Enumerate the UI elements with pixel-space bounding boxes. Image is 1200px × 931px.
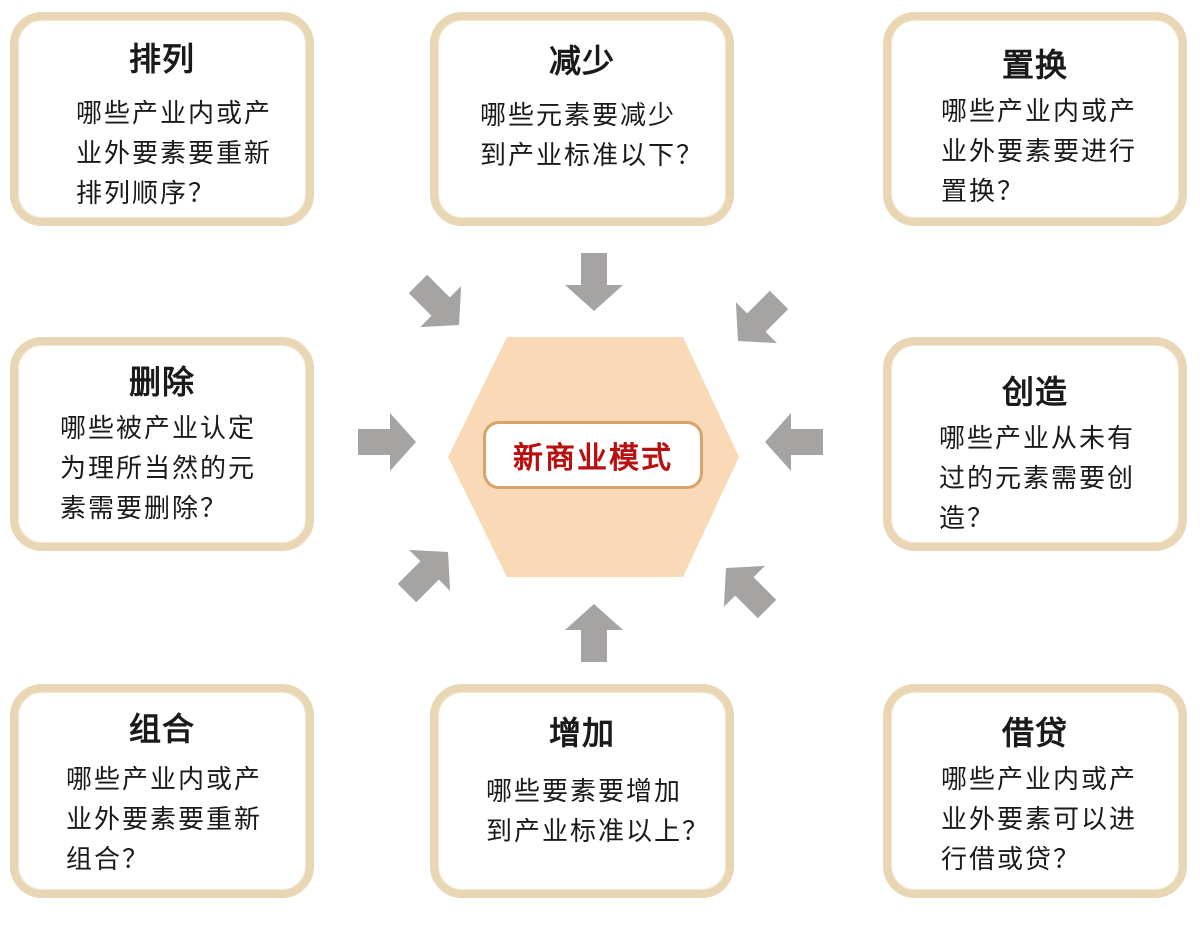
card-delete-line: 素需要删除？ [60, 494, 229, 524]
card-combine-line: 组合？ [66, 845, 151, 875]
card-delete-title: 删除 [128, 363, 195, 401]
card-delete-line: 为理所当然的元 [60, 454, 257, 484]
card-borrow-line: 行借或贷？ [941, 845, 1082, 875]
card-replace-line: 哪些产业内或产 [941, 97, 1138, 127]
card-reduce: 减少 哪些元素要减少 到产业标准以下？ [430, 12, 734, 226]
card-combine-text: 哪些产业内或产 业外要素要重新 组合？ [66, 760, 262, 880]
card-arrange-title: 排列 [128, 40, 195, 78]
card-arrange-text: 哪些产业内或产 业外要素要重新 排列顺序？ [76, 94, 272, 214]
card-combine-line: 哪些产业内或产 [66, 765, 263, 795]
card-replace-title: 置换 [1001, 46, 1068, 84]
card-replace-line: 置换？ [941, 177, 1026, 207]
card-replace-line: 业外要素要进行 [941, 137, 1138, 167]
card-arrange-line: 排列顺序？ [76, 179, 217, 209]
card-borrow-text: 哪些产业内或产 业外要素可以进 行借或贷？ [941, 760, 1137, 880]
card-create-line: 哪些产业从未有 [939, 424, 1136, 454]
arrow-from-arrange [408, 274, 462, 328]
arrow-from-borrow [723, 565, 777, 619]
card-arrange: 排列 哪些产业内或产 业外要素要重新 排列顺序？ [10, 12, 314, 226]
card-borrow-line: 业外要素可以进 [941, 805, 1138, 835]
card-delete-text: 哪些被产业认定 为理所当然的元 素需要删除？ [60, 409, 256, 529]
arrow-from-combine [397, 549, 451, 603]
card-reduce-line: 到产业标准以下？ [480, 141, 705, 171]
card-borrow-title: 借贷 [1001, 714, 1068, 752]
card-delete: 删除 哪些被产业认定 为理所当然的元 素需要删除？ [10, 337, 314, 551]
card-arrange-line: 业外要素要重新 [76, 139, 273, 169]
arrow-from-increase [565, 604, 623, 662]
arrow-from-replace [735, 290, 789, 344]
card-reduce-text: 哪些元素要减少 到产业标准以下？ [480, 96, 704, 176]
card-reduce-line: 哪些元素要减少 [480, 101, 677, 131]
card-increase-text: 哪些要素要增加 到产业标准以上？ [486, 772, 710, 852]
card-arrange-line: 哪些产业内或产 [76, 99, 273, 129]
card-borrow-line: 哪些产业内或产 [941, 765, 1138, 795]
card-increase-line: 到产业标准以上？ [486, 817, 711, 847]
card-create-line: 过的元素需要创 [939, 464, 1136, 494]
card-create-text: 哪些产业从未有 过的元素需要创 造？ [939, 419, 1135, 539]
card-replace: 置换 哪些产业内或产 业外要素要进行 置换？ [883, 12, 1187, 226]
card-reduce-title: 减少 [548, 42, 615, 80]
card-combine: 组合 哪些产业内或产 业外要素要重新 组合？ [10, 684, 314, 898]
card-combine-title: 组合 [128, 710, 195, 748]
card-create: 创造 哪些产业从未有 过的元素需要创 造？ [883, 337, 1187, 551]
card-increase-title: 增加 [548, 714, 615, 752]
arrow-from-delete [358, 413, 416, 471]
card-delete-line: 哪些被产业认定 [60, 414, 257, 444]
card-increase-line: 哪些要素要增加 [486, 777, 683, 807]
card-combine-line: 业外要素要重新 [66, 805, 263, 835]
center-label: 新商业模式 [483, 421, 703, 489]
card-replace-text: 哪些产业内或产 业外要素要进行 置换？ [941, 92, 1137, 212]
card-increase: 增加 哪些要素要增加 到产业标准以上？ [430, 684, 734, 898]
card-create-line: 造？ [939, 504, 996, 534]
arrow-from-reduce [565, 253, 623, 311]
card-create-title: 创造 [1001, 373, 1068, 411]
card-borrow: 借贷 哪些产业内或产 业外要素可以进 行借或贷？ [883, 684, 1187, 898]
arrow-from-create [765, 413, 823, 471]
